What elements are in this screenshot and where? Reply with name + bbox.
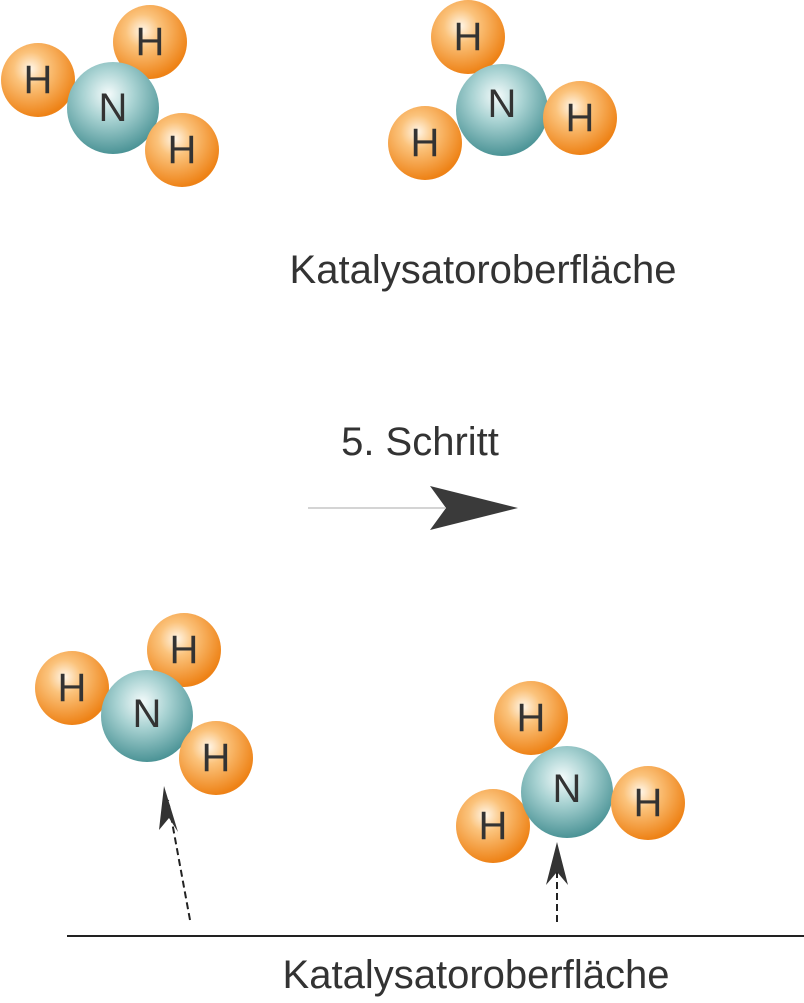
hydrogen-atom-label: H xyxy=(170,628,199,672)
hydrogen-atom-label: H xyxy=(566,96,595,140)
nh3-molecule-bottom-left: H H N H xyxy=(35,613,253,795)
nitrogen-atom: N xyxy=(521,746,613,838)
nh3-molecule-top-right: H H N H xyxy=(388,0,617,180)
step-label: 5. Schritt xyxy=(341,420,499,464)
hydrogen-atom: H xyxy=(113,5,187,79)
hydrogen-atom: H xyxy=(611,766,685,840)
hydrogen-atom: H xyxy=(543,81,617,155)
hydrogen-atom-label: H xyxy=(58,666,87,710)
surface-label-top: Katalysatoroberfläche xyxy=(290,248,677,292)
hydrogen-atom-label: H xyxy=(411,121,440,165)
hydrogen-atom: H xyxy=(494,681,568,755)
nitrogen-atom: N xyxy=(456,64,548,156)
hydrogen-atom-label: H xyxy=(479,804,508,848)
nitrogen-atom: N xyxy=(101,670,193,762)
hydrogen-atom-label: H xyxy=(454,15,483,59)
hydrogen-atom-label: H xyxy=(634,781,663,825)
desorption-arrow-left xyxy=(159,786,191,921)
nitrogen-atom-label: N xyxy=(99,86,128,130)
hydrogen-atom: H xyxy=(388,106,462,180)
hydrogen-atom: H xyxy=(456,789,530,863)
nitrogen-atom-label: N xyxy=(488,82,517,126)
reaction-arrow xyxy=(308,486,518,530)
nh3-molecule-bottom-right: H H N H xyxy=(456,681,685,863)
nitrogen-atom-label: N xyxy=(133,692,162,736)
nitrogen-atom-label: N xyxy=(553,767,582,811)
nh3-molecule-top-left: H H N H xyxy=(1,5,219,187)
hydrogen-atom: H xyxy=(145,113,219,187)
hydrogen-atom: H xyxy=(147,613,221,687)
surface-label-bottom: Katalysatoroberfläche xyxy=(283,953,670,997)
hydrogen-atom-label: H xyxy=(517,696,546,740)
hydrogen-atom: H xyxy=(35,651,109,725)
desorption-arrow-right xyxy=(546,842,568,922)
hydrogen-atom-label: H xyxy=(136,20,165,64)
hydrogen-atom-label: H xyxy=(24,58,53,102)
hydrogen-atom: H xyxy=(1,43,75,117)
hydrogen-atom-label: H xyxy=(202,736,231,780)
nitrogen-atom: N xyxy=(67,62,159,154)
hydrogen-atom: H xyxy=(179,721,253,795)
hydrogen-atom-label: H xyxy=(168,128,197,172)
hydrogen-atom: H xyxy=(431,0,505,74)
